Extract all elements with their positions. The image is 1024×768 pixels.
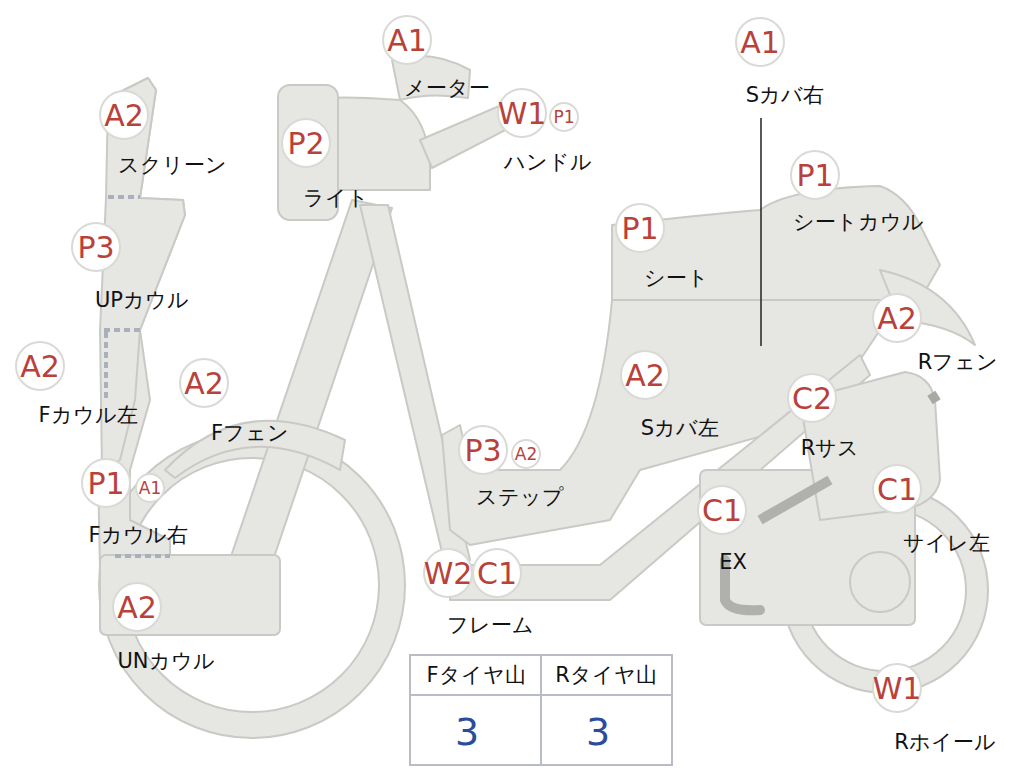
part-name: フレーム xyxy=(447,615,534,636)
callout-number: C1 xyxy=(472,548,522,598)
callout-number: C1 xyxy=(872,464,922,514)
callout-number: P1 xyxy=(615,203,665,253)
part-name: Rホイール xyxy=(894,732,996,753)
table-header: Fタイヤ山 xyxy=(426,665,525,686)
callout-number: W1 xyxy=(497,88,547,138)
callout-number: P2 xyxy=(281,118,331,168)
part-name: シート xyxy=(644,268,709,289)
part-name: ライト xyxy=(303,188,369,209)
callout-number: A2 xyxy=(511,439,541,469)
callout-number: A2 xyxy=(872,293,922,343)
part-name: サイレ左 xyxy=(903,533,990,554)
callout-number: P3 xyxy=(458,425,508,475)
callout-number: W1 xyxy=(872,663,922,713)
table-cell: 3 xyxy=(586,713,610,751)
callout-number: P1 xyxy=(81,458,131,508)
part-name: スクリーン xyxy=(118,155,227,176)
part-name: Fカウル左 xyxy=(38,405,137,426)
table-cell: 3 xyxy=(455,713,479,751)
part-name: Rフェン xyxy=(918,352,999,373)
part-name: ハンドル xyxy=(504,152,592,173)
table-header: Rタイヤ山 xyxy=(555,665,657,686)
callout-number: P1 xyxy=(549,102,579,132)
callout-number: A2 xyxy=(112,582,162,632)
part-name: Fカウル右 xyxy=(88,525,187,546)
part-name: Sカバ左 xyxy=(641,418,719,439)
callout-number: A2 xyxy=(179,358,229,408)
callout-number: P3 xyxy=(71,222,121,272)
callout-number: A1 xyxy=(382,15,432,65)
callout-number: P1 xyxy=(790,150,840,200)
callout-number: A1 xyxy=(135,473,165,503)
part-name: Rサス xyxy=(801,438,860,459)
part-name: Fフェン xyxy=(211,423,289,444)
callout-number: A2 xyxy=(99,90,149,140)
callout-number: A2 xyxy=(15,341,65,391)
part-name: EX xyxy=(719,552,747,573)
callout-number: A1 xyxy=(735,17,785,67)
callout-number: A2 xyxy=(620,350,670,400)
part-name: ステップ xyxy=(476,487,564,508)
callout-number: W2 xyxy=(423,548,473,598)
callout-number: C1 xyxy=(697,485,747,535)
part-name: シートカウル xyxy=(793,212,924,233)
part-name: UPカウル xyxy=(95,290,189,311)
part-name: Sカバ右 xyxy=(746,85,824,106)
part-name: UNカウル xyxy=(117,651,214,672)
callout-number: C2 xyxy=(787,373,837,423)
part-name: メーター xyxy=(404,78,490,99)
